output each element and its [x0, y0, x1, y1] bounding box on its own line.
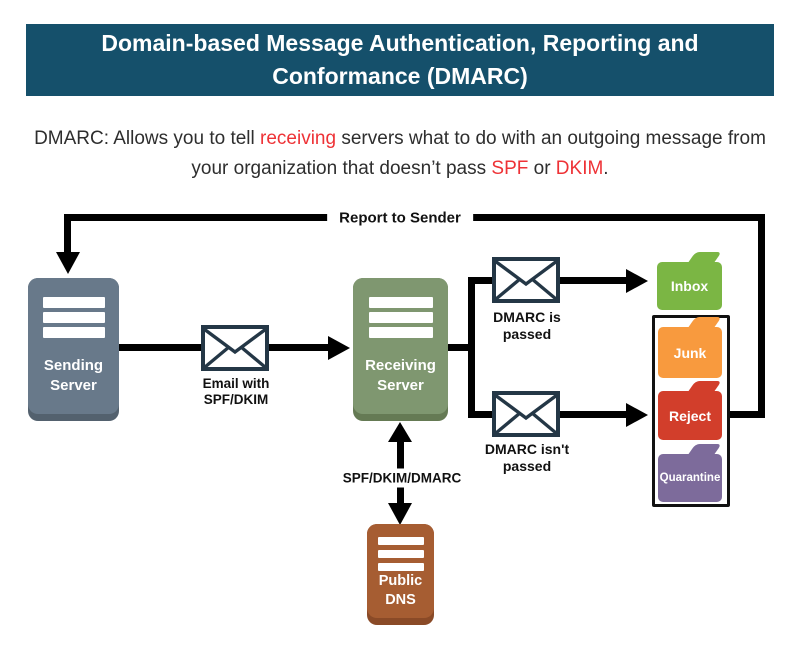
public-dns-body: Public DNS	[367, 524, 434, 618]
dmarc-fail-envelope-icon	[492, 391, 560, 437]
pass-branch-arrowhead-icon	[626, 269, 648, 293]
quarantine-folder: Quarantine	[658, 444, 722, 502]
inbox-folder-label: Inbox	[657, 262, 722, 310]
page-title-line1: Domain-based Message Authentication, Rep…	[101, 30, 699, 57]
server-stripes-icon	[377, 537, 424, 571]
sending-server-node: Sending Server	[28, 278, 119, 421]
dmarc-pass-envelope-icon	[492, 257, 560, 303]
report-to-sender-label: Report to Sender	[327, 207, 473, 229]
fail-branch-arrowhead-icon	[626, 403, 648, 427]
reject-folder-label: Reject	[658, 391, 722, 440]
junk-folder: Junk	[658, 317, 722, 378]
reject-folder: Reject	[658, 381, 722, 440]
report-line-left-drop	[64, 214, 71, 256]
header-banner: Domain-based Message Authentication, Rep…	[26, 24, 774, 96]
sending-server-body: Sending Server	[28, 278, 119, 414]
sending-server-label: Sending Server	[43, 357, 104, 394]
subtitle-text: DMARC: Allows you to tell	[34, 128, 261, 149]
dmarc-isnt-passed-label: DMARC isn't passed	[484, 441, 570, 474]
dns-arrowhead-up-icon	[388, 422, 412, 442]
page-title-line2: Conformance (DMARC)	[272, 63, 528, 89]
dns-arrowhead-down-icon	[388, 503, 412, 525]
email-envelope-icon	[201, 325, 269, 371]
report-arrowhead-icon	[56, 252, 80, 274]
subtitle: DMARC: Allows you to tell receiving serv…	[0, 124, 800, 185]
receiving-server-node: Receiving Server	[353, 278, 448, 421]
subtitle-text: or	[528, 158, 556, 180]
email-with-spf-dkim-label: Email with SPF/DKIM	[202, 376, 270, 408]
subtitle-text: your organization that doesn’t pass	[191, 158, 492, 180]
subtitle-text: .	[603, 158, 609, 180]
dmarc-is-passed-label: DMARC is passed	[493, 309, 561, 342]
public-dns-label: Public DNS	[378, 573, 423, 608]
quarantine-folder-label: Quarantine	[658, 454, 722, 502]
server-stripes-icon	[42, 297, 105, 338]
subtitle-highlight: receiving	[260, 128, 337, 149]
report-line-right-drop	[758, 214, 765, 418]
public-dns-node: Public DNS	[367, 524, 434, 625]
report-line-connector	[729, 411, 765, 418]
server-stripes-icon	[368, 297, 433, 338]
receiving-server-body: Receiving Server	[353, 278, 448, 414]
branch-stub-line	[446, 344, 475, 351]
email-flow-arrowhead-icon	[328, 336, 350, 360]
inbox-folder: Inbox	[657, 252, 722, 310]
subtitle-highlight: SPF	[491, 158, 529, 180]
junk-folder-label: Junk	[658, 327, 722, 378]
spf-dkim-dmarc-label: SPF/DKIM/DMARC	[336, 468, 468, 488]
branch-vertical-line	[468, 277, 475, 418]
subtitle-text: servers what to do with an outgoing mess…	[336, 128, 766, 149]
receiving-server-label: Receiving Server	[365, 357, 436, 394]
subtitle-highlight: DKIM	[555, 158, 604, 180]
